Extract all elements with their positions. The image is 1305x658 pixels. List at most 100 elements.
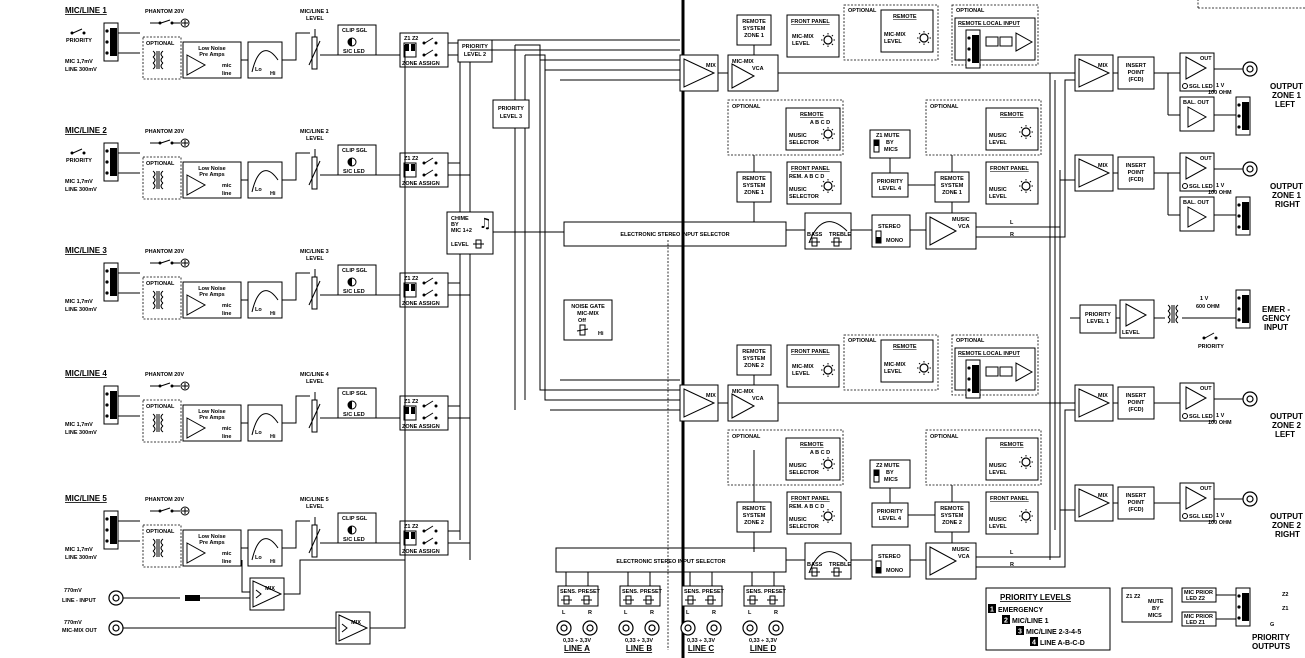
level-label: LEVEL [1122,330,1140,336]
mix-amp-icon [338,614,369,642]
front-panel-label: FRONT PANEL [990,166,1029,172]
line-label: line [222,311,231,317]
fcd-label: (FCD) [1129,77,1144,83]
remote-system-zone-block [736,344,772,376]
pin-icon [1237,114,1241,118]
coil-icon [152,413,156,421]
lo-label: Lo [255,187,262,193]
rem-abcd-label: REM. A B C D [789,504,824,510]
output-mix-amp-icon [1078,388,1111,418]
clip-sgl-label: CLIP SGL [342,268,368,274]
mic-mix-label: MIC-MIX [792,34,814,40]
point-label: POINT [1128,500,1145,506]
mix-amp-icon [252,580,283,608]
coil-icon [152,56,156,64]
switch-icon [434,293,438,297]
pin-icon [105,51,109,55]
led-icon [348,401,352,409]
rem-abcd-label: REM. A B C D [789,174,824,180]
optional-label: OPTIONAL [146,404,175,410]
zone-label: ZONE 1 [942,190,962,196]
wire [72,28,83,34]
pin-icon [105,269,109,273]
dip-switch-icon [405,407,409,414]
pin-icon [1237,214,1241,218]
sgl-led-icon [1182,183,1188,189]
zone-label: Z1 Z2 [404,524,418,530]
clip-sgl-label: CLIP SGL [342,516,368,522]
switch-icon [422,173,426,177]
dip-switch-icon [411,44,415,51]
line-sens-label: 0,33 ÷ 3,3V [563,638,591,644]
switch-icon [434,541,438,545]
hi-label: Hi [270,434,276,440]
remote-music-level-block [985,437,1039,481]
mute-label: BY [886,470,894,476]
wire [282,272,310,301]
wire [1020,510,1023,513]
wire [308,528,321,554]
optional-remote-block [843,4,939,61]
switch-icon [70,31,74,35]
level-label: LEVEL [792,371,810,377]
emergency-label: EMER - [1262,305,1290,314]
treble-label: TREBLE [829,232,851,238]
wire [831,43,834,46]
wire [282,152,310,181]
noise-gate-block [563,299,613,341]
output-mix-amp-icon [1078,488,1111,518]
hi-label: Hi [270,191,276,197]
level-label: LEVEL [306,256,324,262]
remote-label: REMOTE [800,112,824,118]
pin-icon [1237,616,1241,620]
switch-icon [422,404,426,408]
remote-local-input-label: REMOTE LOCAL INPUT [958,21,1021,27]
front-panel-label: FRONT PANEL [791,19,830,25]
fcd-label: (FCD) [1129,507,1144,513]
music-label: MUSIC [989,517,1007,523]
pin-icon [105,149,109,153]
music-vca-amp-icon [929,546,958,576]
hi-label: Hi [270,71,276,77]
pin-icon [967,377,971,381]
lo-label: Lo [255,307,262,313]
preamp-icon [186,417,207,439]
one-volt-label: 1 V [1216,183,1225,189]
bal-amp-icon [1187,206,1208,228]
remote-system-zone-block-2 [736,501,772,533]
wire [1029,510,1032,513]
wire [424,157,434,164]
pin-icon [967,36,971,40]
switch-icon [422,416,426,420]
pin-icon [967,388,971,392]
coil-icon [152,425,156,433]
stereo-label: STEREO [878,554,901,560]
wire [927,41,930,44]
stereo-switch-icon [876,567,881,573]
wire [976,409,1075,568]
emergency-label: GENCY [1262,314,1291,323]
mix-label: MIX [1098,393,1108,399]
output-label: ZONE 2 [1272,421,1301,430]
dip-switch-icon [411,407,415,414]
noise-gate-label: NOISE GATE [571,304,605,310]
optional-local-input-block [951,4,1039,66]
output-mix-amp-icon [1078,58,1111,88]
switch-icon [82,31,86,35]
remote-music-selector-block [785,437,841,481]
eq-filter-block [247,161,283,199]
switch-icon [170,141,174,145]
rca-pin-icon [772,624,780,632]
point-label: POINT [1128,400,1145,406]
mix-label: MIX [1098,163,1108,169]
output-label: LEFT [1275,430,1295,439]
remote-system-zone-block-2 [736,171,772,203]
remote-label: REMOTE [742,506,766,512]
xlr-body-icon [972,365,979,393]
output-label: ZONE 2 [1272,521,1301,530]
xlr-body-icon [110,391,117,419]
l-label: L [1010,550,1014,556]
wire [831,364,834,367]
switch-icon [434,53,438,57]
led-icon [348,38,352,46]
